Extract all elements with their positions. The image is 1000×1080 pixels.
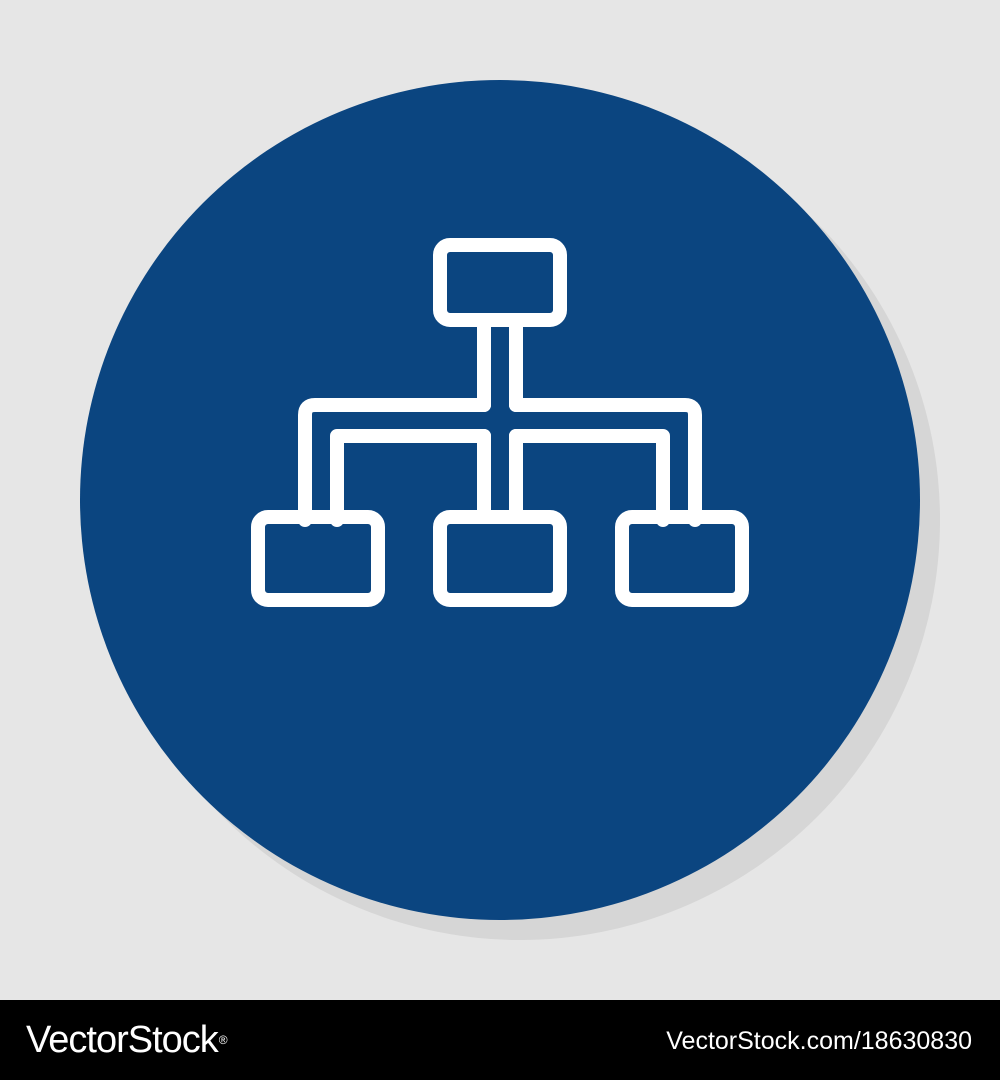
- inner-branch-right: [509, 429, 670, 527]
- registered-mark: ®: [218, 1033, 228, 1047]
- vectorstock-logo: VectorStock®: [26, 1018, 228, 1062]
- illustration: [80, 80, 940, 940]
- outer-branch-right: [509, 398, 702, 527]
- brand-name: VectorStock: [26, 1019, 219, 1061]
- bottom-right-node-box: [615, 510, 749, 607]
- top-node-box: [433, 238, 567, 327]
- bottom-center-node-box: [433, 510, 567, 607]
- bottom-left-node-box: [251, 510, 385, 607]
- inner-branch-left: [330, 429, 491, 527]
- outer-branch-left: [298, 398, 491, 527]
- blue-circle-badge: [80, 80, 920, 920]
- hierarchy-structure-icon: [251, 238, 749, 607]
- image-url: VectorStock.com/18630830: [666, 1027, 972, 1055]
- icon-stage: [80, 80, 940, 940]
- watermark-footer: VectorStock® VectorStock.com/18630830: [0, 1000, 1000, 1080]
